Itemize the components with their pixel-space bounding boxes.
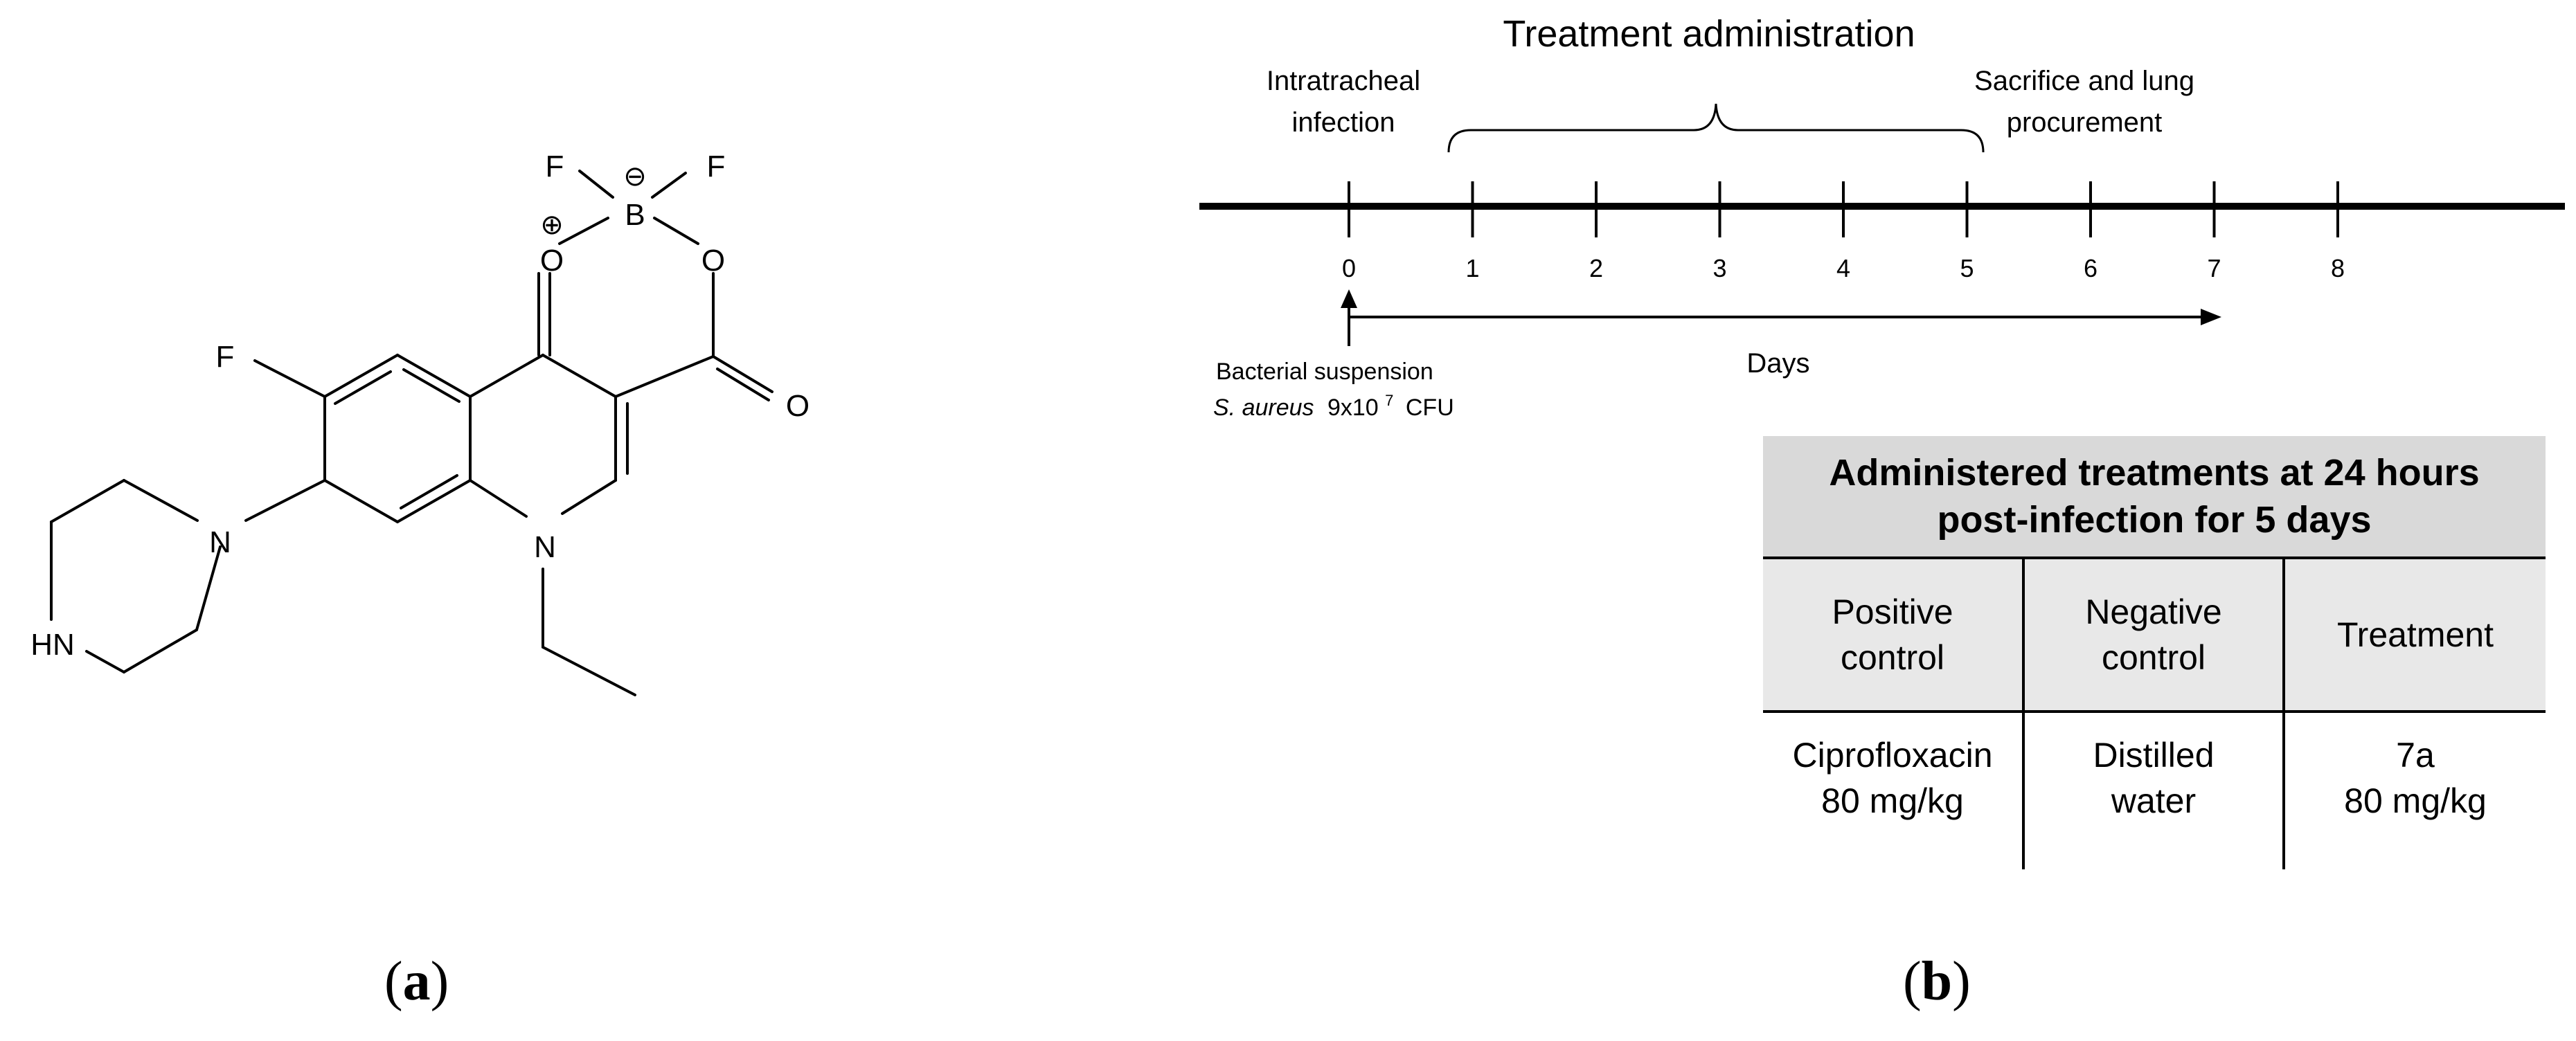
atom-boron: B	[625, 198, 645, 232]
table-title: Administered treatments at 24 hours post…	[1763, 436, 2546, 559]
atom-n-quinolone: N	[534, 530, 556, 564]
panel-letter-a: a	[402, 951, 431, 1012]
infection-arrowhead	[1341, 289, 1357, 308]
inoculum-organism: S. aureus	[1213, 395, 1314, 421]
timeline-bar	[1199, 203, 2565, 210]
value-positive-control: Ciprofloxacin 80 mg/kg	[1792, 736, 1993, 820]
atom-nh-piperazine: HN	[30, 628, 75, 662]
timeline-tick-label: 7	[2207, 254, 2221, 282]
timeline-tick-label: 0	[1342, 254, 1356, 282]
table-header-row: Positive control Negative control Treatm…	[1763, 559, 2546, 713]
timeline-tick-label: 5	[1960, 254, 1974, 282]
treatment-table: Administered treatments at 24 hours post…	[1763, 436, 2546, 869]
timeline-title: Treatment administration	[1503, 13, 1915, 55]
structure-atom-labels: F F B ⊖ O ⊕ O O F N HN N	[30, 150, 810, 662]
days-arrowhead	[2201, 309, 2221, 325]
chemical-structure	[50, 170, 773, 696]
column-header-negative-control: Negative control	[2022, 559, 2282, 710]
atom-n-piperazine: N	[209, 525, 231, 559]
atom-o-ester: O	[701, 244, 725, 278]
days-axis-label: Days	[1746, 348, 1809, 379]
sacrifice-label-line-1: Sacrifice and lung	[1974, 66, 2194, 96]
oxygen-charge: ⊕	[540, 210, 564, 240]
inoculum-exponent: 7	[1385, 392, 1393, 409]
value-treatment: 7a 80 mg/kg	[2282, 713, 2546, 869]
atom-f-top-left: F	[546, 150, 564, 183]
timeline-tick-label: 6	[2084, 254, 2098, 282]
inoculum-line-1: Bacterial suspension	[1216, 359, 1433, 385]
column-header-positive-control: Positive control	[1832, 592, 1953, 677]
boron-charge: ⊖	[623, 161, 647, 192]
column-header-treatment: Treatment	[2282, 559, 2546, 710]
inoculum-unit: CFU	[1406, 395, 1454, 421]
atom-f-top-right: F	[707, 150, 726, 183]
infection-label-line-2: infection	[1292, 107, 1395, 138]
timeline-tick-label: 2	[1589, 254, 1603, 282]
atom-o-acid: O	[786, 389, 810, 423]
sacrifice-label-line-2: procurement	[2007, 107, 2163, 138]
inoculum-dose: 9x10	[1327, 395, 1379, 421]
timeline-tick-label: 8	[2331, 254, 2345, 282]
treatment-brace	[1447, 103, 1985, 153]
atom-o-carbonyl: O	[540, 244, 564, 278]
timeline-tick-label: 4	[1836, 254, 1850, 282]
infection-label-line-1: Intratracheal	[1267, 66, 1420, 96]
timeline-tick-label: 3	[1712, 254, 1726, 282]
panel-label-a: (a)	[384, 951, 449, 1012]
inoculum-line-2: S. aureus 9x10 7 CFU	[1213, 385, 1454, 421]
panel-letter-b: b	[1921, 951, 1953, 1012]
panel-label-b: (b)	[1903, 951, 1971, 1012]
atom-f-ring: F	[216, 340, 235, 374]
value-negative-control: Distilled water	[2022, 713, 2282, 869]
timeline-tick-label: 1	[1465, 254, 1479, 282]
timeline: Treatment administration Intratracheal i…	[1199, 13, 2565, 421]
table-value-row: Ciprofloxacin 80 mg/kg Distilled water 7…	[1763, 713, 2546, 869]
tick-group: 0 1 2 3 4 5 6 7 8	[1342, 181, 2345, 282]
